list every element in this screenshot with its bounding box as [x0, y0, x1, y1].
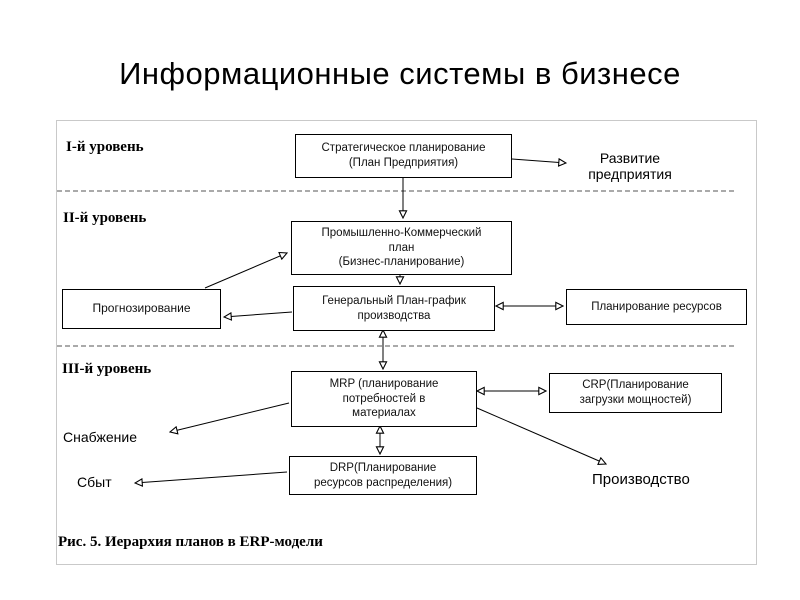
- node-crp: CRP(Планирование загрузки мощностей): [549, 373, 722, 413]
- label-supply: Снабжение: [63, 429, 137, 445]
- node-master-schedule: Генеральный План-график производства: [293, 286, 495, 331]
- node-drp: DRP(Планирование ресурсов распределения): [289, 456, 477, 495]
- label-production: Производство: [592, 471, 690, 488]
- node-resource-planning: Планирование ресурсов: [566, 289, 747, 325]
- arrow-drp-to-sales: [135, 471, 288, 483]
- slide-title: Информационные системы в бизнесе: [119, 56, 681, 91]
- label-sales: Сбыт: [77, 474, 112, 490]
- figure-caption: Рис. 5. Иерархия планов в ERP-модели: [58, 534, 323, 550]
- arrow-forecast-to-commercial: [204, 253, 287, 289]
- node-mrp: MRP (планирование потребностей в материа…: [291, 371, 477, 427]
- node-strategic-planning: Стратегическое планирование (План Предпр…: [295, 134, 512, 178]
- level-3-label: III-й уровень: [62, 361, 152, 377]
- diagram-frame: [56, 120, 757, 565]
- arrow-strategic-to-development: [511, 159, 566, 163]
- level-1-label: I-й уровень: [66, 139, 144, 155]
- arrow-mrp-to-supply: [170, 402, 290, 432]
- arrow-master-to-forecast: [224, 311, 293, 317]
- label-development: Развитие предприятия: [588, 150, 672, 182]
- arrow-mrp-to-production: [476, 407, 606, 464]
- level-2-label: II-й уровень: [63, 210, 147, 226]
- node-commercial-plan: Промышленно-Коммерческий план (Бизнес-пл…: [291, 221, 512, 275]
- node-forecasting: Прогнозирование: [62, 289, 221, 329]
